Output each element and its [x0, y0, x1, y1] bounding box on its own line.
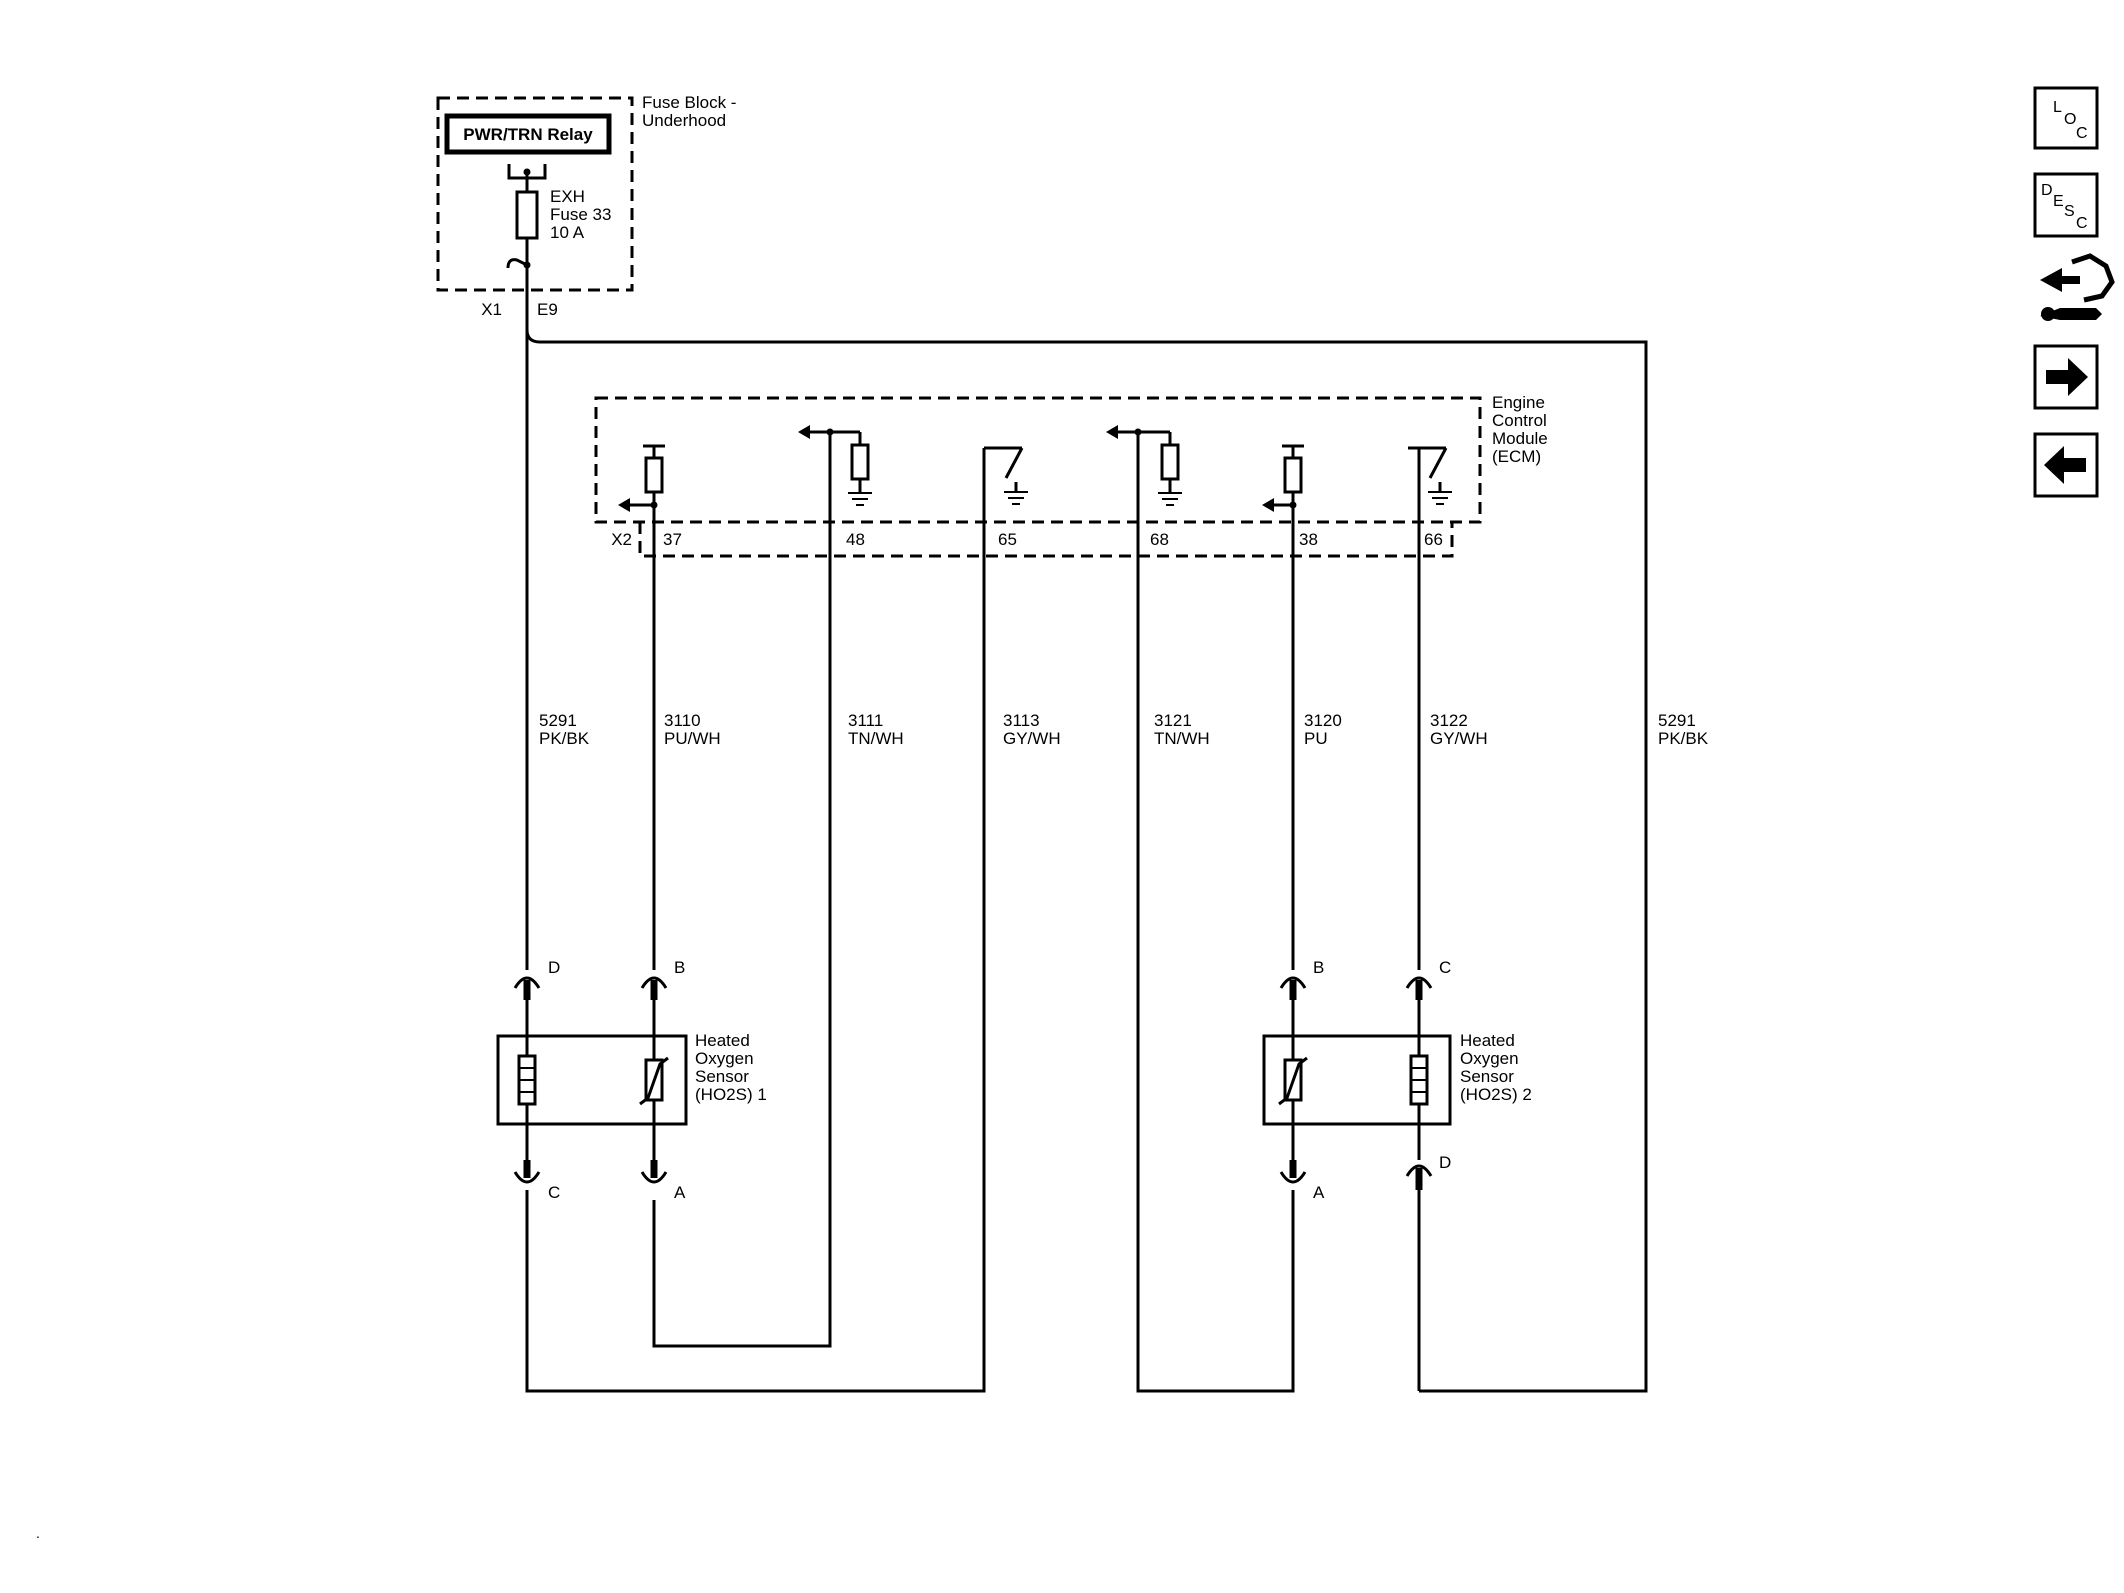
wire-5291-right [525, 320, 1648, 1393]
s2-pin-b-label: B [1313, 958, 1324, 977]
relay-box [444, 113, 612, 155]
ecm-x2-label: X2 [611, 530, 632, 549]
ecm-label-1: Engine [1492, 393, 1545, 412]
fuse-block-outline [436, 96, 634, 292]
wire-harness [525, 265, 1648, 1393]
wire-color-3113: GY/WH [1003, 729, 1061, 748]
wire-color-3121: TN/WH [1154, 729, 1210, 748]
fuse-label-1: EXH [550, 187, 585, 206]
relay-label: PWR/TRN Relay [463, 125, 593, 144]
s1-pin-a-connector [640, 1171, 668, 1184]
s1-pin-b-connector [640, 976, 668, 989]
connector-tool-icon[interactable] [2040, 253, 2115, 321]
ecm-pin-38: 38 [1299, 530, 1318, 549]
e9-pin-label: E9 [537, 300, 558, 319]
fuse-label-2: Fuse 33 [550, 205, 611, 224]
s2-pin-a-label: A [1313, 1183, 1325, 1202]
heated-oxygen-sensor-1: D B Heated Oxygen Sensor (HO2S) 1 C A [496, 958, 767, 1202]
fuse-33-symbol [515, 190, 539, 240]
s2-pin-c-label: C [1439, 958, 1451, 977]
ecm-pin-65: 65 [998, 530, 1017, 549]
wire-label-3110: 3110 [664, 711, 701, 730]
ecm-pin-37: 37 [663, 530, 682, 549]
s1-pin-b-label: B [674, 958, 685, 977]
ecm-circuit-66 [1408, 446, 1452, 505]
s1-label-1: Heated [695, 1031, 750, 1050]
arrow-left-button[interactable] [2033, 432, 2099, 498]
desc-letter-d: D [2041, 182, 2053, 199]
loc-letter-c: C [2076, 125, 2088, 142]
heated-oxygen-sensor-2: B C Heated Oxygen Sensor (HO2S) 2 A D [1262, 958, 1532, 1202]
x1-terminal [506, 258, 528, 269]
ecm-circuit-68 [1106, 425, 1182, 506]
s1-pin-d-connector [513, 976, 541, 989]
ecm-label-3: Module [1492, 429, 1548, 448]
ecm-label-4: (ECM) [1492, 447, 1541, 466]
s2-label-1: Heated [1460, 1031, 1515, 1050]
wire-3113 [525, 448, 986, 1393]
desc-letter-s: S [2064, 203, 2075, 220]
s2-pin-d-label: D [1439, 1153, 1451, 1172]
ecm-pin-48: 48 [846, 530, 865, 549]
wire-color-3120: PU [1304, 729, 1328, 748]
s2-pin-d-connector [1405, 1164, 1433, 1177]
ecm-pin-66: 66 [1424, 530, 1443, 549]
wire-label-3122: 3122 [1430, 711, 1468, 730]
fuse-label-3: 10 A [550, 223, 585, 242]
arrow-left-icon [2044, 446, 2086, 484]
s1-pin-c-label: C [548, 1183, 560, 1202]
wire-label-5291-a: 5291 [539, 711, 577, 730]
wire-labels: 5291 PK/BK 3110 PU/WH 3111 TN/WH 3113 GY… [539, 711, 1709, 748]
s2-pin-b-connector [1279, 976, 1307, 989]
nav-desc-button[interactable]: D E S C [2033, 172, 2099, 238]
wire-color-5291-a: PK/BK [539, 729, 590, 748]
wire-color-3110: PU/WH [664, 729, 721, 748]
fuse-block-label-1: Fuse Block - [642, 93, 736, 112]
desc-letter-e: E [2053, 193, 2064, 210]
wire-3121 [1136, 432, 1295, 1393]
ecm-pin-68: 68 [1150, 530, 1169, 549]
s1-label-4: (HO2S) 1 [695, 1085, 767, 1104]
ecm-outline [594, 396, 1482, 524]
wire-label-3120: 3120 [1304, 711, 1342, 730]
corner-mark: . [36, 1525, 40, 1541]
wire-label-3111: 3111 [848, 711, 883, 730]
wire-color-3111: TN/WH [848, 729, 904, 748]
x1-connector-label: X1 [481, 300, 502, 319]
s1-pin-d-label: D [548, 958, 560, 977]
ecm-circuit-38 [1262, 444, 1304, 512]
ecm-circuit-37 [618, 444, 665, 512]
fuse-block-label-2: Underhood [642, 111, 726, 130]
nav-loc-button[interactable]: L O C [2033, 86, 2099, 150]
s2-sensing-slash [1278, 1056, 1308, 1106]
s1-label-3: Sensor [695, 1067, 749, 1086]
wire-label-5291-b: 5291 [1658, 711, 1696, 730]
wire-label-3121: 3121 [1154, 711, 1192, 730]
s2-pin-c-connector [1405, 976, 1433, 989]
ecm-circuit-48 [798, 425, 872, 506]
ecm-connector-x2 [638, 522, 1454, 558]
engine-control-module: Engine Control Module (ECM) X2 37 48 65 … [594, 393, 1548, 558]
fuse-block-underhood: Fuse Block - Underhood PWR/TRN Relay EXH… [436, 93, 736, 319]
s2-pin-a-connector [1279, 1171, 1307, 1184]
s1-label-2: Oxygen [695, 1049, 754, 1068]
wire-color-3122: GY/WH [1430, 729, 1488, 748]
desc-letter-c: C [2076, 215, 2088, 232]
ecm-label-2: Control [1492, 411, 1547, 430]
s1-sensing-slash [639, 1056, 669, 1106]
wire-color-5291-b: PK/BK [1658, 729, 1709, 748]
s1-pin-a-label: A [674, 1183, 686, 1202]
arrow-right-button[interactable] [2033, 344, 2099, 410]
wire-3111 [652, 432, 832, 1348]
ecm-circuit-65 [984, 446, 1028, 505]
wire-label-3113: 3113 [1003, 711, 1040, 730]
loc-letter-o: O [2064, 111, 2076, 128]
s2-label-2: Oxygen [1460, 1049, 1519, 1068]
arrow-right-icon [2046, 358, 2088, 396]
loc-letter-l: L [2053, 99, 2062, 116]
s2-label-3: Sensor [1460, 1067, 1514, 1086]
s1-pin-c-connector [513, 1171, 541, 1184]
s2-label-4: (HO2S) 2 [1460, 1085, 1532, 1104]
